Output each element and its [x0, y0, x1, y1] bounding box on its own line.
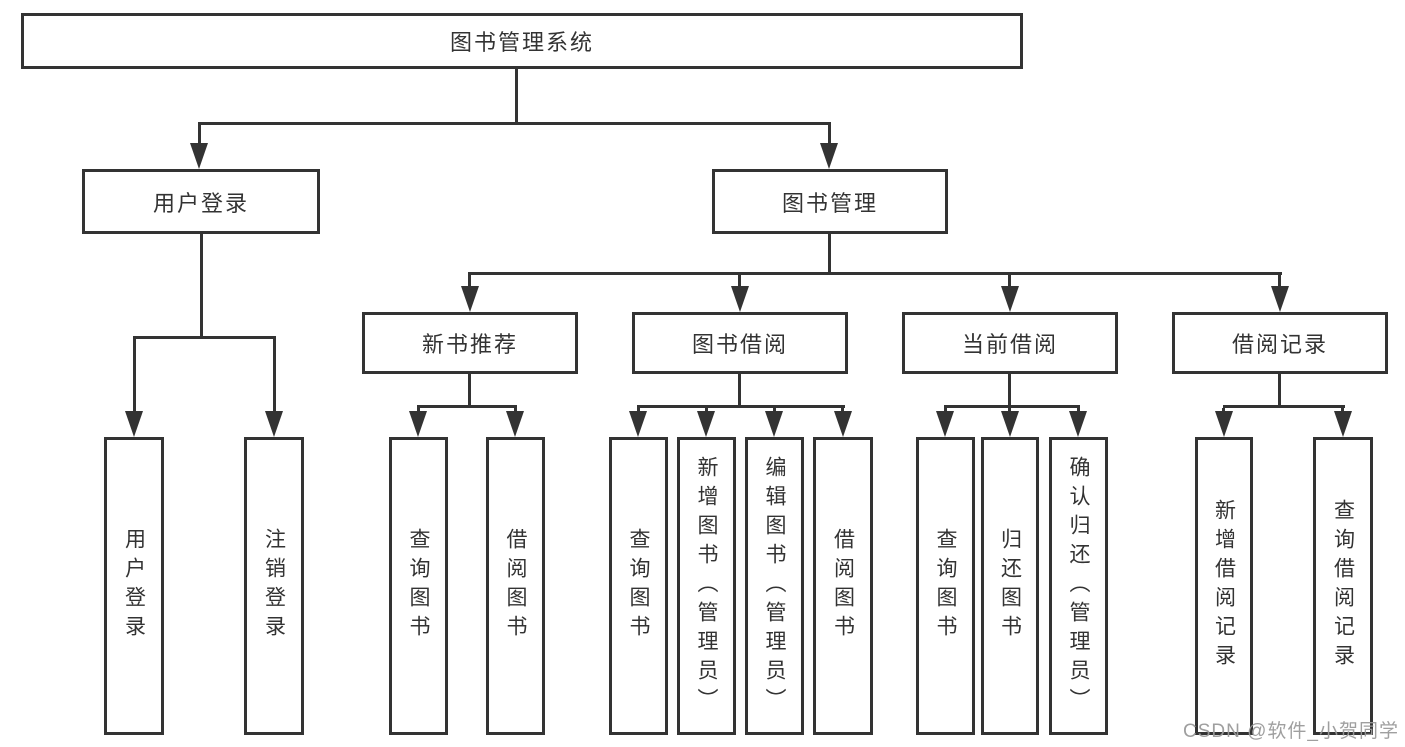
node-book-management: 图书管理 [712, 169, 948, 234]
connector-line [1008, 408, 1011, 411]
connector-line [637, 405, 845, 408]
leaf-borrow-query-books: 查询图书 [609, 437, 668, 735]
leaf-label: 查询借阅记录 [1331, 499, 1355, 673]
leaf-label: 归还图书 [998, 528, 1022, 644]
leaf-borrow-add-books-admin: 新增图书（管理员） [677, 437, 736, 735]
leaf-label: 借阅图书 [831, 528, 855, 644]
connector-line [944, 408, 947, 411]
arrow-down-icon [820, 143, 838, 169]
node-label: 图书管理 [781, 190, 878, 216]
connector-line [738, 374, 741, 405]
arrow-down-icon [461, 286, 479, 312]
connector-line [828, 233, 831, 272]
arrow-down-icon [1001, 286, 1019, 312]
leaf-label: 用户登录 [122, 528, 146, 644]
node-book-borrow: 图书借阅 [632, 312, 848, 374]
leaf-current-query-books: 查询图书 [916, 437, 975, 735]
connector-line [773, 408, 776, 411]
connector-line [1222, 408, 1225, 411]
leaf-label: 查询图书 [627, 528, 651, 644]
node-user-login: 用户登录 [82, 169, 320, 234]
node-label: 用户登录 [152, 190, 249, 216]
leaf-current-return-books: 归还图书 [981, 437, 1039, 735]
connector-line [273, 339, 276, 411]
connector-line [1008, 374, 1011, 405]
csdn-watermark: CSDN @软件_小贺同学 [1183, 721, 1399, 742]
arrow-down-icon [765, 411, 783, 437]
leaf-label: 借阅图书 [504, 528, 528, 644]
connector-line [417, 408, 420, 411]
arrow-down-icon [409, 411, 427, 437]
leaf-user-login: 用户登录 [104, 437, 164, 735]
connector-line [417, 405, 517, 408]
leaf-label: 新增图书（管理员） [695, 455, 719, 717]
leaf-label: 查询图书 [934, 528, 958, 644]
connector-line [841, 408, 844, 411]
connector-line [1077, 408, 1080, 411]
leaf-newbook-query-books: 查询图书 [389, 437, 448, 735]
arrow-down-icon [629, 411, 647, 437]
connector-line [515, 69, 518, 122]
leaf-borrow-edit-books-admin: 编辑图书（管理员） [745, 437, 804, 735]
node-label: 当前借阅 [961, 332, 1058, 357]
leaf-label: 查询图书 [407, 528, 431, 644]
arrow-down-icon [190, 143, 208, 169]
connector-line [133, 339, 136, 411]
leaf-records-add-record: 新增借阅记录 [1195, 437, 1253, 735]
arrow-down-icon [1334, 411, 1352, 437]
arrow-down-icon [1069, 411, 1087, 437]
node-label: 新书推荐 [421, 332, 518, 357]
connector-line [738, 275, 741, 286]
leaf-logout: 注销登录 [244, 437, 304, 735]
arrow-down-icon [506, 411, 524, 437]
arrow-down-icon [834, 411, 852, 437]
leaf-label: 注销登录 [262, 528, 286, 644]
leaf-borrow-borrow-books: 借阅图书 [813, 437, 873, 735]
arrow-down-icon [1001, 411, 1019, 437]
node-label: 借阅记录 [1231, 332, 1328, 357]
arrow-down-icon [1271, 286, 1289, 312]
node-new-book-recommend: 新书推荐 [362, 312, 578, 374]
connector-line [514, 408, 517, 411]
arrow-down-icon [1215, 411, 1233, 437]
connector-line [468, 272, 1282, 275]
node-library-management-system: 图书管理系统 [21, 13, 1023, 69]
connector-line [468, 275, 471, 286]
connector-line [200, 234, 203, 336]
leaf-newbook-borrow-books: 借阅图书 [486, 437, 545, 735]
arrow-down-icon [936, 411, 954, 437]
connector-line [133, 336, 276, 339]
connector-line [1278, 275, 1281, 286]
node-label: 图书管理系统 [449, 30, 594, 55]
connector-line [198, 125, 201, 143]
connector-line [1341, 408, 1344, 411]
node-borrow-records: 借阅记录 [1172, 312, 1388, 374]
leaf-label: 确认归还（管理员） [1067, 455, 1091, 717]
arrow-down-icon [697, 411, 715, 437]
arrow-down-icon [265, 411, 283, 437]
connector-line [705, 408, 708, 411]
leaf-records-query-record: 查询借阅记录 [1313, 437, 1373, 735]
node-label: 图书借阅 [691, 332, 788, 357]
connector-line [944, 405, 1080, 408]
connector-line [1008, 275, 1011, 286]
connector-line [828, 125, 831, 143]
arrow-down-icon [125, 411, 143, 437]
leaf-current-confirm-return-admin: 确认归还（管理员） [1049, 437, 1108, 735]
arrow-down-icon [731, 286, 749, 312]
connector-line [198, 122, 831, 125]
connector-line [1223, 405, 1345, 408]
connector-line [1278, 374, 1281, 405]
node-current-borrow: 当前借阅 [902, 312, 1118, 374]
connector-line [468, 374, 471, 405]
leaf-label: 新增借阅记录 [1212, 499, 1236, 673]
connector-line [637, 408, 640, 411]
leaf-label: 编辑图书（管理员） [763, 455, 787, 717]
